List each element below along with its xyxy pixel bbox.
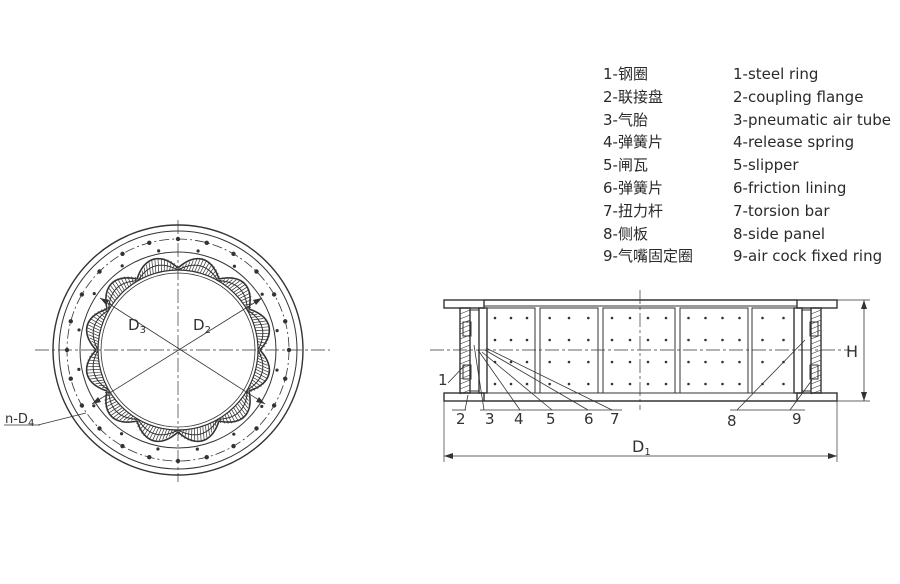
legend-row: 1-钢圈 1-steel ring: [603, 63, 891, 86]
legend-row: 2-联接盘 2-coupling flange: [603, 86, 891, 109]
legend-chinese-label: 2-联接盘: [603, 87, 663, 106]
legend-english-label: 4-release spring: [733, 133, 855, 152]
pneumatic-tube-outline: [85, 257, 271, 443]
part-number-7: 7: [610, 410, 620, 428]
bolt-hole: [68, 376, 73, 381]
d1-label: D1: [632, 437, 651, 458]
bolt-hole: [204, 455, 209, 460]
bolt-hole: [147, 240, 152, 245]
legend-chinese-label: 7-扭力杆: [603, 201, 663, 220]
legend-chinese-label: 5-闸瓦: [603, 156, 648, 175]
legend-row: 9-气嘴固定圈 9-air cock fixed ring: [603, 245, 891, 268]
right-flange-top: [796, 299, 838, 309]
panel-rivets: [493, 316, 785, 386]
friction-lining-panel: [751, 307, 795, 394]
left-flange-top: [443, 299, 485, 309]
d2-dimension-line: [91, 297, 263, 405]
legend-english-label: 7-torsion bar: [733, 201, 830, 220]
legend-row: 6-弹簧片 6-friction lining: [603, 177, 891, 200]
d3-label: D3: [128, 316, 146, 336]
bolt-hole: [254, 269, 259, 274]
friction-lining-panel: [602, 307, 676, 394]
legend-chinese-label: 6-弹簧片: [603, 178, 663, 197]
part-number-8: 8: [727, 412, 737, 430]
right-flange-bottom: [796, 392, 838, 402]
legend-chinese-label: 8-侧板: [603, 224, 648, 243]
legend-row: 4-弹簧片 4-release spring: [603, 131, 891, 154]
legend-english-label: 2-coupling flange: [733, 87, 864, 106]
parts-legend: 1-钢圈 1-steel ring 2-联接盘 2-coupling flange 3-…: [603, 63, 891, 268]
lining-dots: [77, 249, 279, 451]
tube-hatching: [86, 258, 270, 442]
legend-chinese-label: 4-弹簧片: [603, 133, 663, 152]
d3-dimension-line: [99, 297, 266, 405]
legend-english-label: 5-slipper: [733, 156, 799, 175]
d2-label: D2: [193, 316, 211, 336]
legend-chinese-label: 3-气胎: [603, 110, 648, 129]
friction-lining-panel: [486, 307, 536, 394]
part-leaders: [447, 339, 813, 411]
legend-row: 3-气胎 3-pneumatic air tube: [603, 109, 891, 132]
legend-chinese-label: 1-钢圈: [603, 65, 648, 83]
part-number-3: 3: [485, 410, 495, 428]
legend-english-label: 1-steel ring: [733, 65, 819, 83]
bolt-hole: [120, 443, 125, 449]
bolt-hole: [231, 251, 236, 257]
bolt-hole: [283, 376, 288, 381]
d4-label: n-D4: [5, 412, 34, 429]
bolt-hole: [97, 269, 102, 274]
side-hatching: [459, 309, 822, 395]
bolt-hole: [79, 403, 85, 408]
bolt-hole: [68, 319, 73, 324]
bolt-hole: [147, 455, 152, 460]
side-view: [430, 290, 870, 462]
bolt-hole: [231, 443, 236, 449]
part-number-2: 2: [456, 410, 466, 428]
bolt-hole: [271, 292, 277, 297]
legend-english-label: 3-pneumatic air tube: [733, 110, 892, 129]
legend-chinese-label: 9-气嘴固定圈: [603, 247, 693, 266]
part-number-4: 4: [514, 410, 524, 428]
left-flange-bottom: [443, 392, 485, 402]
legend-english-label: 9-air cock fixed ring: [733, 247, 883, 266]
legend-row: 5-闸瓦 5-slipper: [603, 154, 891, 177]
bolt-hole: [120, 251, 125, 257]
bolt-hole: [97, 426, 102, 431]
bolt-hole: [79, 292, 85, 297]
part-number-6: 6: [584, 410, 594, 428]
part-number-9: 9: [792, 410, 802, 428]
part-number-1: 1: [438, 371, 448, 389]
bolt-hole: [254, 426, 259, 431]
part-number-5: 5: [546, 410, 556, 428]
bolt-hole: [283, 319, 288, 324]
front-view: [4, 220, 330, 482]
friction-lining-panel: [679, 307, 749, 394]
legend-english-label: 8-side panel: [733, 224, 826, 243]
legend-row: 7-扭力杆 7-torsion bar: [603, 200, 891, 223]
legend-english-label: 6-friction lining: [733, 178, 847, 197]
d4-leader-line: [37, 412, 87, 426]
friction-lining-panel: [539, 307, 599, 394]
h-label: H: [846, 342, 858, 361]
bolt-hole: [204, 240, 209, 245]
bolt-hole: [271, 403, 277, 408]
legend-row: 8-侧板 8-side panel: [603, 223, 891, 246]
